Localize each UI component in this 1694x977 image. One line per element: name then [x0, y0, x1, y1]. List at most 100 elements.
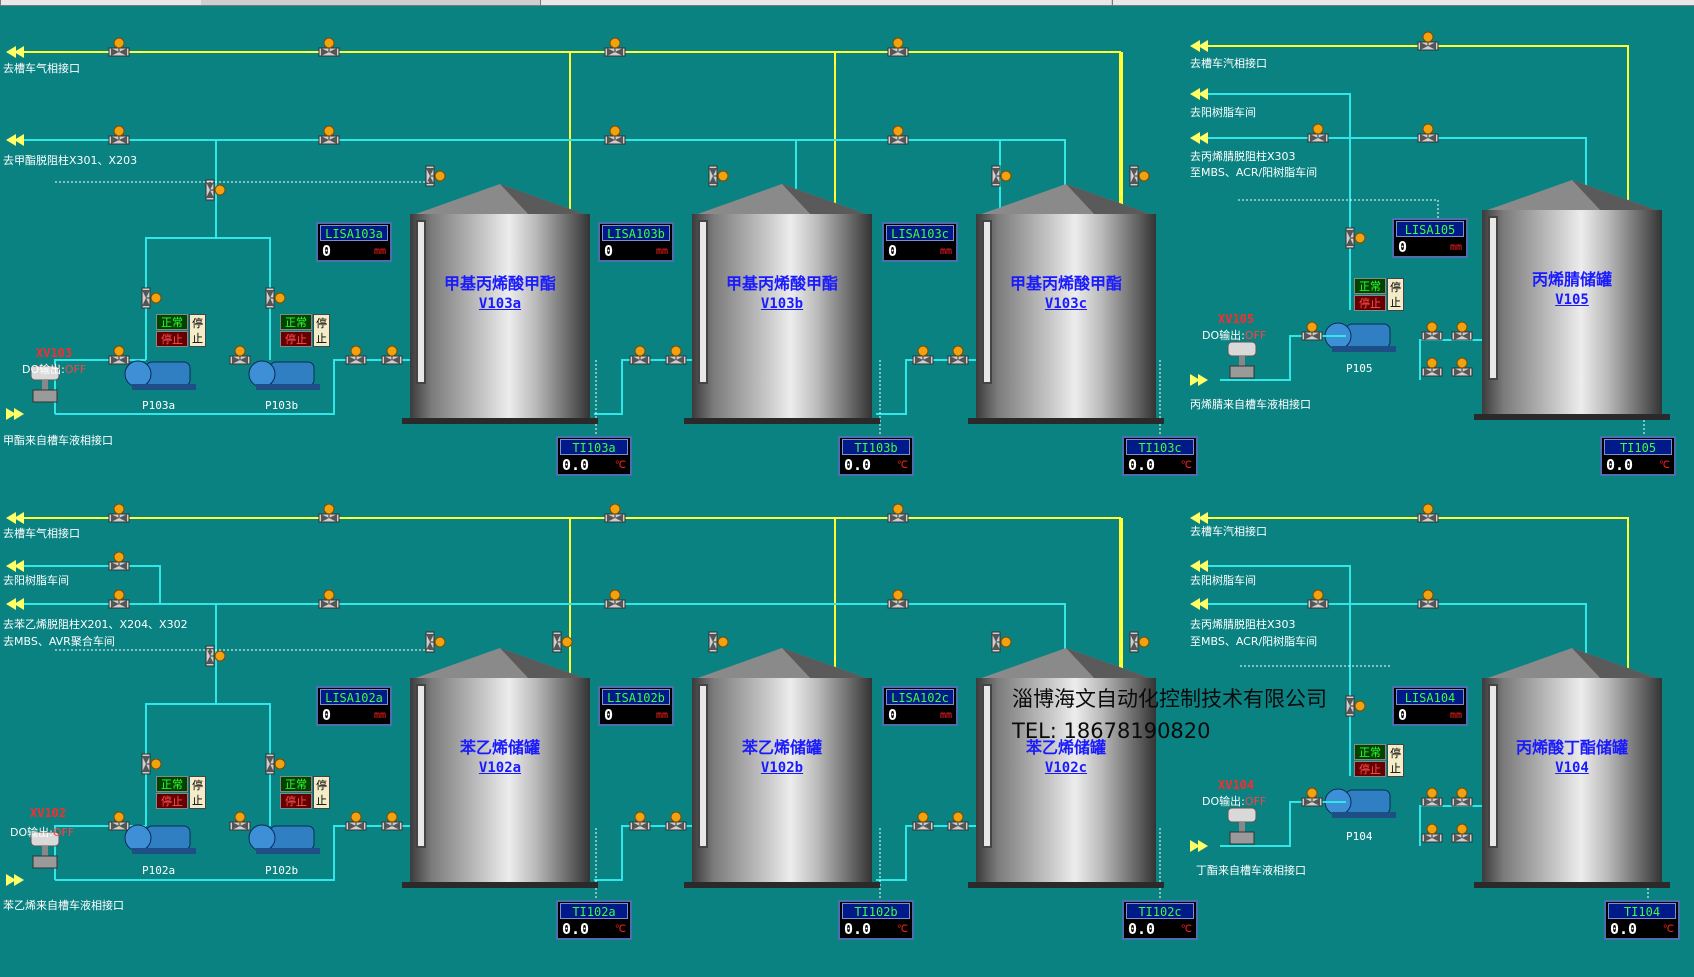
tank-tag-link[interactable]: V103c	[1044, 296, 1088, 312]
manual-valve-icon[interactable]	[108, 125, 130, 145]
manual-valve-icon[interactable]	[604, 125, 626, 145]
manual-valve-icon[interactable]	[1451, 823, 1473, 843]
actuated-valve-icon[interactable]	[1227, 807, 1257, 845]
manual-valve-icon[interactable]	[318, 125, 340, 145]
manual-valve-icon[interactable]	[205, 179, 226, 201]
manual-valve-icon[interactable]	[1421, 357, 1443, 377]
manual-valve-icon[interactable]	[108, 503, 130, 523]
manual-valve-icon[interactable]	[1417, 589, 1439, 609]
manual-valve-icon[interactable]	[381, 345, 403, 365]
manual-valve-icon[interactable]	[1417, 123, 1439, 143]
manual-valve-icon[interactable]	[665, 345, 687, 365]
manual-valve-icon[interactable]	[912, 811, 934, 831]
manual-valve-icon[interactable]	[887, 125, 909, 145]
manual-valve-icon[interactable]	[205, 645, 226, 667]
tank-tag-link[interactable]: V104	[1555, 760, 1589, 776]
tank-tag-link[interactable]: V102c	[1044, 760, 1088, 776]
manual-valve-icon[interactable]	[1421, 321, 1443, 341]
manual-valve-icon[interactable]	[708, 631, 729, 653]
manual-valve-icon[interactable]	[345, 345, 367, 365]
manual-valve-icon[interactable]	[108, 811, 130, 831]
manual-valve-icon[interactable]	[108, 589, 130, 609]
tank-v103a[interactable]: 甲基丙烯酸甲酯 V103a	[402, 184, 598, 424]
manual-valve-icon[interactable]	[1307, 589, 1329, 609]
manual-valve-icon[interactable]	[318, 37, 340, 57]
manual-valve-icon[interactable]	[1451, 357, 1473, 377]
manual-valve-icon[interactable]	[1301, 787, 1323, 807]
manual-valve-icon[interactable]	[318, 589, 340, 609]
manual-valve-icon[interactable]	[425, 165, 446, 187]
tank-v104[interactable]: 丙烯酸丁酯储罐 V104	[1474, 648, 1670, 888]
manual-valve-icon[interactable]	[604, 589, 626, 609]
manual-valve-icon[interactable]	[887, 503, 909, 523]
tank-v102c[interactable]: 苯乙烯储罐 V102c	[968, 648, 1164, 888]
tank-v102a[interactable]: 苯乙烯储罐 V102a	[402, 648, 598, 888]
tank-tag-link[interactable]: V102b	[760, 760, 804, 776]
manual-valve-icon[interactable]	[912, 345, 934, 365]
manual-valve-icon[interactable]	[108, 345, 130, 365]
manual-valve-icon[interactable]	[708, 165, 729, 187]
pump-icon[interactable]	[124, 824, 196, 854]
manual-valve-icon[interactable]	[1129, 165, 1150, 187]
manual-valve-icon[interactable]	[345, 811, 367, 831]
actuated-valve-icon[interactable]	[1227, 341, 1257, 379]
manual-valve-icon[interactable]	[141, 287, 162, 309]
manual-valve-icon[interactable]	[629, 345, 651, 365]
manual-valve-icon[interactable]	[1421, 787, 1443, 807]
manual-valve-icon[interactable]	[604, 37, 626, 57]
tank-tag-link[interactable]: V103a	[478, 296, 522, 312]
tank-v103b[interactable]: 甲基丙烯酸甲酯 V103b	[684, 184, 880, 424]
tank-v105[interactable]: 丙烯腈储罐 V105	[1474, 180, 1670, 420]
stop-button[interactable]: 停止	[313, 314, 330, 347]
stop-button[interactable]: 停止	[1387, 744, 1404, 777]
stop-button[interactable]: 停止	[189, 314, 206, 347]
manual-valve-icon[interactable]	[1307, 123, 1329, 143]
tank-v102b[interactable]: 苯乙烯储罐 V102b	[684, 648, 880, 888]
manual-valve-icon[interactable]	[108, 551, 130, 571]
stop-button[interactable]: 停止	[313, 776, 330, 809]
manual-valve-icon[interactable]	[381, 811, 403, 831]
manual-valve-icon[interactable]	[991, 631, 1012, 653]
actuated-valve-icon[interactable]	[30, 831, 60, 869]
tank-tag-link[interactable]: V105	[1555, 292, 1589, 308]
manual-valve-icon[interactable]	[947, 345, 969, 365]
manual-valve-icon[interactable]	[1417, 503, 1439, 523]
manual-valve-icon[interactable]	[1451, 321, 1473, 341]
manual-valve-icon[interactable]	[1345, 695, 1366, 717]
manual-valve-icon[interactable]	[108, 37, 130, 57]
manual-valve-icon[interactable]	[265, 287, 286, 309]
manual-valve-icon[interactable]	[229, 345, 251, 365]
manual-valve-icon[interactable]	[1129, 631, 1150, 653]
pump-icon[interactable]	[1324, 788, 1396, 818]
manual-valve-icon[interactable]	[425, 631, 446, 653]
manual-valve-icon[interactable]	[318, 503, 340, 523]
manual-valve-icon[interactable]	[665, 811, 687, 831]
pump-icon[interactable]	[1324, 322, 1396, 352]
manual-valve-icon[interactable]	[1301, 321, 1323, 341]
manual-valve-icon[interactable]	[887, 37, 909, 57]
actuated-valve-icon[interactable]	[30, 365, 60, 403]
manual-valve-icon[interactable]	[1451, 787, 1473, 807]
manual-valve-icon[interactable]	[991, 165, 1012, 187]
manual-valve-icon[interactable]	[1417, 31, 1439, 51]
pump-icon[interactable]	[248, 360, 320, 390]
pump-icon[interactable]	[124, 360, 196, 390]
manual-valve-icon[interactable]	[629, 811, 651, 831]
manual-valve-icon[interactable]	[141, 753, 162, 775]
stop-button[interactable]: 停止	[1387, 278, 1404, 311]
